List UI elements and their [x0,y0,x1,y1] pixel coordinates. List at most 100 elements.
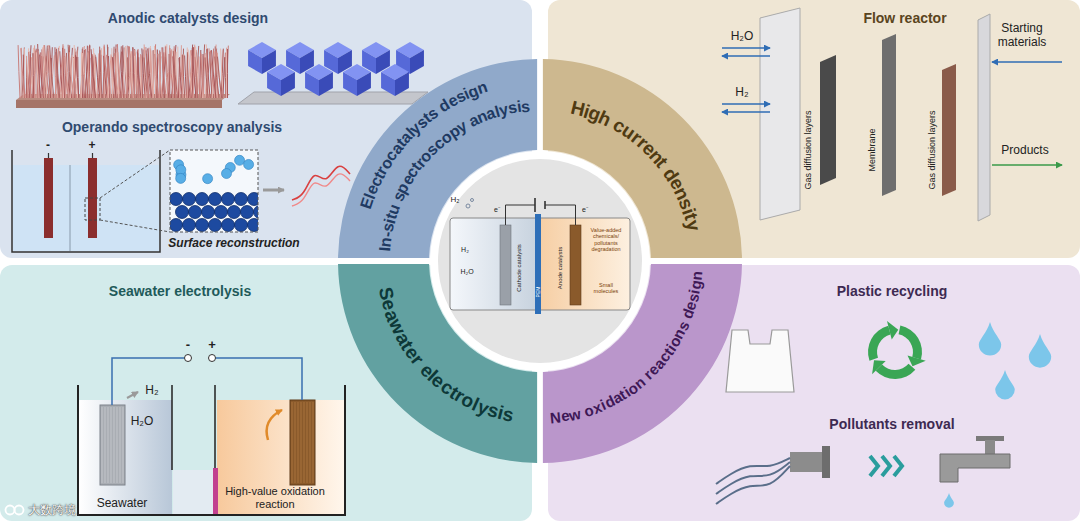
atom-spheres [235,219,248,232]
nanowire-array [110,57,111,98]
recycling-icons [872,360,886,374]
atom-spheres [241,206,254,219]
terminal-sign: + [208,337,216,353]
seawater-cell [217,400,344,514]
nanowire-array [32,53,34,98]
flow-reactor [992,61,1062,63]
nanowire-array [100,47,102,98]
recycling-icons [882,456,890,476]
nanowire-array [179,45,181,98]
nanowire-array [158,54,162,98]
atom-spheres [176,206,189,219]
nanowire-array [204,55,205,98]
seawater-cell [304,402,305,483]
seawater-cell [78,355,345,516]
seawater-cell [213,468,218,514]
seawater-cell [102,407,103,483]
seawater-cell [295,402,296,483]
atom-spheres [189,206,202,219]
atom-spheres [222,219,235,232]
zoom-inset [85,150,267,232]
electrolyzer-cell [506,205,576,225]
electrolysis-beaker [44,158,53,238]
nanowire-array [29,52,32,98]
zoom-inset [170,150,258,232]
nanowire-array [201,44,204,98]
watermark-logo [15,506,24,515]
caption-label: Surface reconstruction [168,236,299,250]
recycling-icons [940,454,1010,482]
seawater-cell [301,402,302,483]
seawater-cell [216,358,303,400]
seawater-cell [100,405,125,485]
nanowire-array [27,45,31,98]
nanowire-array [63,48,65,98]
nanowire-array [69,52,73,98]
seawater-cell [111,407,112,483]
polyhedra-array [238,92,428,104]
segment-label: Seawater electrolysis [336,261,540,465]
atom-spheres [228,206,241,219]
seawater-cell [117,407,118,483]
nanowire-array [165,47,169,98]
electrode-label: Anode catalysts [557,247,564,289]
seawater-cell [313,402,314,483]
polyhedra-array [343,72,357,96]
electrolysis-beaker [12,150,160,252]
polyhedra-array [357,72,371,96]
seawater-cell [292,402,293,483]
center-illustration [438,159,642,363]
atom-spheres [183,193,196,206]
flow-reactor [978,14,990,221]
seawater-cell [114,407,115,483]
seawater-cell [173,470,213,514]
polyhedra-array [395,72,409,96]
recycling-icons [894,456,902,476]
nanowire-array [77,57,79,98]
electrolysis-beaker [49,153,93,158]
nanowire-array [133,47,135,98]
polyhedra-array [381,72,395,96]
recycling-icons [716,321,1051,508]
nanowire-array [201,53,204,98]
nanowire-array [88,52,91,98]
nanowire-array [91,49,95,98]
terminal-sign: + [88,138,95,152]
recycling-icons [716,466,790,504]
seawater-cell [127,392,138,398]
atom-spheres [209,219,222,232]
nanowire-array [147,46,151,98]
nanowire-array [55,46,59,98]
nanowire-array [161,45,165,98]
recycling-icons [907,356,925,367]
atom-spheres [170,193,183,206]
nanowire-array [225,57,226,98]
electrolyzer-cell [450,218,536,310]
layer-label: Gas diffusion layers [803,111,814,190]
nanowire-array [226,48,227,98]
product-label: Value-added chemicals/ pollutants degrad… [584,227,628,252]
species-label: H₂ [451,195,460,205]
atom-spheres [203,174,213,184]
flow-reactor [760,8,800,220]
nanowire-array [122,52,124,98]
electrolysis-beaker [70,165,71,251]
electrolysis-beaker [12,150,160,252]
atom-spheres [170,155,258,231]
panel-heading: Flow reactor [863,10,946,27]
nanowire-array [81,52,82,98]
watermark-logo [6,506,15,515]
nanowire-array [210,50,214,98]
seawater-cell [105,407,106,483]
seawater-cell [172,385,215,470]
recycling-icons [876,364,916,379]
nanowire-array [87,45,90,98]
seawater-cell [298,402,299,483]
zoom-inset [100,150,170,232]
panel-heading: Plastic recycling [837,283,948,300]
polyhedra-array [305,72,319,96]
electron-label: e⁻ [582,206,588,214]
nanowire-array [192,48,196,98]
flow-reactor [992,164,1062,166]
